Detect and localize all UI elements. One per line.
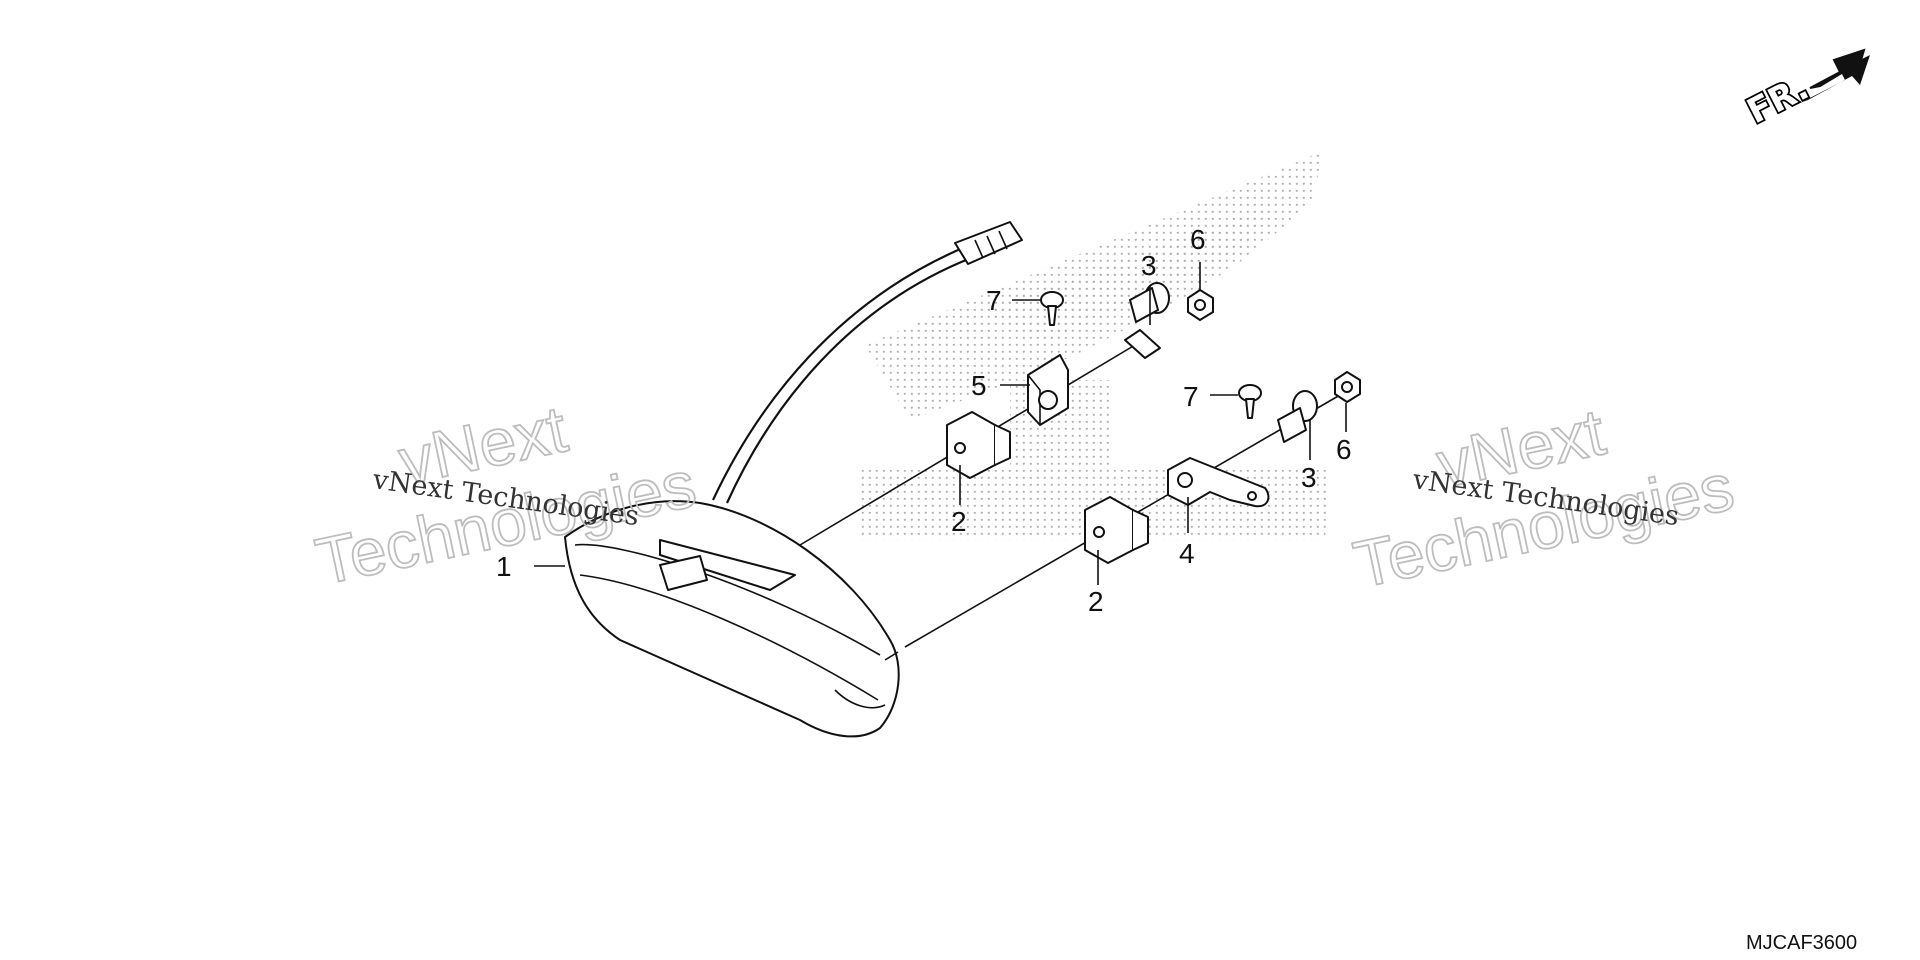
callout-7-upper: 7 bbox=[986, 285, 1002, 316]
callout-numbers: 1 2 2 3 3 4 5 6 6 7 7 bbox=[496, 224, 1352, 617]
diagram-code: MJCAF3600 bbox=[1746, 932, 1857, 954]
watermark-right: vNext Technologies vNext Technologies bbox=[1347, 393, 1741, 602]
callout-2-lower: 2 bbox=[1088, 586, 1104, 617]
grommet-lower bbox=[1084, 496, 1149, 564]
front-direction-indicator: FR. bbox=[1739, 48, 1870, 134]
background-wing-logo bbox=[860, 150, 1330, 540]
callout-2-upper: 2 bbox=[951, 506, 967, 537]
nut-upper bbox=[1187, 289, 1214, 321]
taillight-assembly bbox=[564, 500, 900, 738]
callout-7-lower: 7 bbox=[1183, 381, 1199, 412]
callout-5: 5 bbox=[971, 370, 987, 401]
callout-3-upper: 3 bbox=[1141, 250, 1157, 281]
fr-label: FR. bbox=[1741, 68, 1815, 132]
grommet-upper bbox=[946, 411, 1011, 479]
callout-6-lower: 6 bbox=[1336, 434, 1352, 465]
collar-lower bbox=[1277, 390, 1318, 443]
callout-1: 1 bbox=[496, 551, 512, 582]
wire-harness bbox=[712, 221, 1023, 504]
nut-lower bbox=[1334, 371, 1361, 403]
screw-upper bbox=[1040, 291, 1064, 326]
collar-upper bbox=[1124, 282, 1170, 359]
bracket-part5 bbox=[1027, 354, 1069, 426]
callout-4: 4 bbox=[1179, 538, 1195, 569]
callout-3-lower: 3 bbox=[1301, 462, 1317, 493]
screw-lower bbox=[1238, 384, 1262, 419]
bracket-part4 bbox=[1167, 457, 1270, 508]
callout-leaders bbox=[534, 262, 1347, 585]
callout-6-upper: 6 bbox=[1190, 224, 1206, 255]
